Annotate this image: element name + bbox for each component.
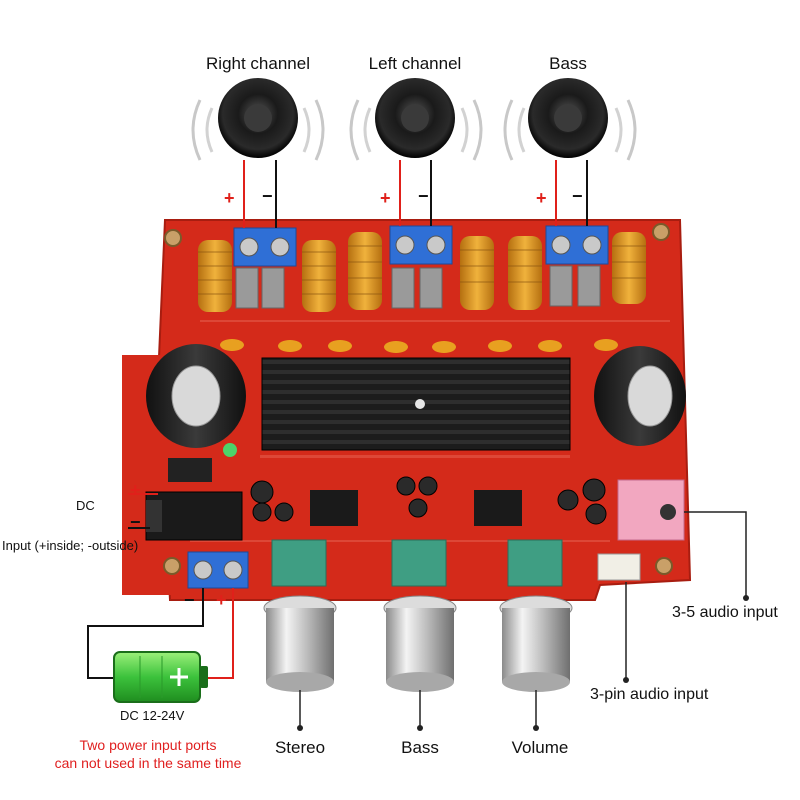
speaker-right-label: Right channel [206, 54, 310, 73]
power-minus-mark: − [184, 590, 195, 610]
jack-input-label: 3-5 audio input [672, 604, 778, 621]
dc-minus-mark: − [130, 512, 141, 532]
capacitor-right [594, 346, 686, 446]
speaker-bass [503, 78, 637, 161]
power-led [223, 443, 237, 457]
knob-stereo-label: Stereo [274, 738, 326, 757]
power-warning-line-1: Two power input ports [79, 737, 217, 753]
potentiometers [271, 539, 563, 587]
speaker-terminals [233, 225, 609, 267]
speaker-wires [243, 160, 588, 228]
mount-screws [163, 223, 673, 575]
sound-wave-icon [191, 99, 202, 161]
right-plus-mark: + [224, 188, 235, 208]
leader-dots [297, 595, 749, 731]
dc-barrel-jack [145, 491, 243, 541]
speaker-left [349, 78, 483, 161]
speaker-left-label: Left channel [368, 54, 462, 73]
speaker-bass-label: Bass [549, 54, 587, 73]
dc-plus-mark: + [130, 480, 141, 500]
small-capacitors [250, 476, 607, 525]
power-warning-line-2: can not used in the same time [54, 755, 242, 771]
dc-input-note: Input (+inside; -outside) [2, 538, 139, 553]
knob-volume-label: Volume [511, 738, 569, 757]
diode [168, 458, 212, 482]
capacitor-left [146, 344, 246, 448]
sound-wave-icon [349, 99, 360, 161]
smd-capacitors [220, 339, 618, 353]
pin-input-label: 3-pin audio input [590, 686, 709, 703]
dc-label: DC [76, 498, 95, 513]
right-minus-mark: − [262, 186, 273, 206]
heatsink-screw [415, 399, 425, 409]
power-plus-mark: + [216, 590, 227, 610]
power-terminal [187, 551, 249, 589]
knob-bass[interactable] [383, 595, 457, 692]
battery-label: DC 12-24V [120, 708, 185, 723]
knob-volume[interactable] [499, 595, 573, 692]
speaker-right [191, 78, 325, 161]
sound-wave-icon [503, 99, 514, 161]
power-warning: Two power input ports can not used in th… [28, 736, 268, 772]
left-minus-mark: − [418, 186, 429, 206]
dc-jack-wires [128, 493, 158, 529]
op-amp-chips [310, 490, 522, 526]
bass-plus-mark: + [536, 188, 547, 208]
left-plus-mark: + [380, 188, 391, 208]
knob-stereo[interactable] [263, 595, 337, 692]
leader-lines [299, 511, 747, 728]
pin-connector [597, 553, 641, 581]
battery-wires [87, 588, 234, 679]
audio-jack-3-5 [617, 479, 685, 541]
bass-minus-mark: − [572, 186, 583, 206]
battery-icon [113, 651, 208, 703]
film-capacitors [235, 265, 601, 309]
knob-bass-label: Bass [401, 738, 439, 757]
